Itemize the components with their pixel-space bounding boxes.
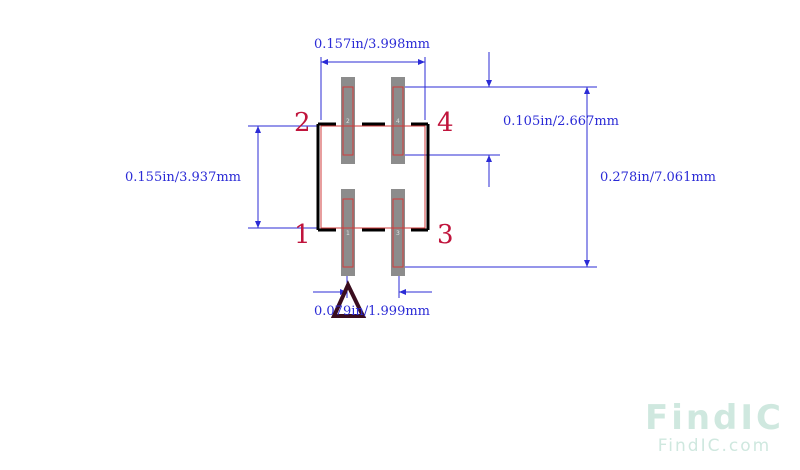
dim-label-row-span: 0.155in/3.937mm [125,170,241,185]
pad-2 [341,77,355,164]
pin1-triangle-icon [330,280,367,318]
pin-label-3: 3 [437,220,454,250]
pin-label-2: 2 [294,108,311,138]
dim-label-width: 0.157in/3.998mm [314,37,430,52]
pad-3 [391,189,405,276]
dimension-lines [248,52,597,298]
pad-number-3: 3 [396,230,400,237]
pad-number-2: 2 [346,118,350,125]
dim-label-pad-length: 0.105in/2.667mm [503,114,619,129]
pin-label-4: 4 [437,108,454,138]
dim-label-overall-length: 0.278in/7.061mm [600,170,716,185]
courtyard-outline [320,125,426,229]
pad-number-4: 4 [396,118,400,125]
pad-4 [391,77,405,164]
watermark-brand: FindIC [644,398,784,438]
body-outline [316,122,430,232]
watermark-logo: FindIC FindIC.com [645,400,784,456]
pad-number-1: 1 [346,230,350,237]
pin-label-1: 1 [294,220,311,250]
watermark-url: FindIC.com [657,436,772,456]
dimension-arrows [255,59,590,295]
dim-label-pad-pitch: 0.079in/1.999mm [314,304,430,319]
pads [341,77,405,276]
pad-1 [341,189,355,276]
